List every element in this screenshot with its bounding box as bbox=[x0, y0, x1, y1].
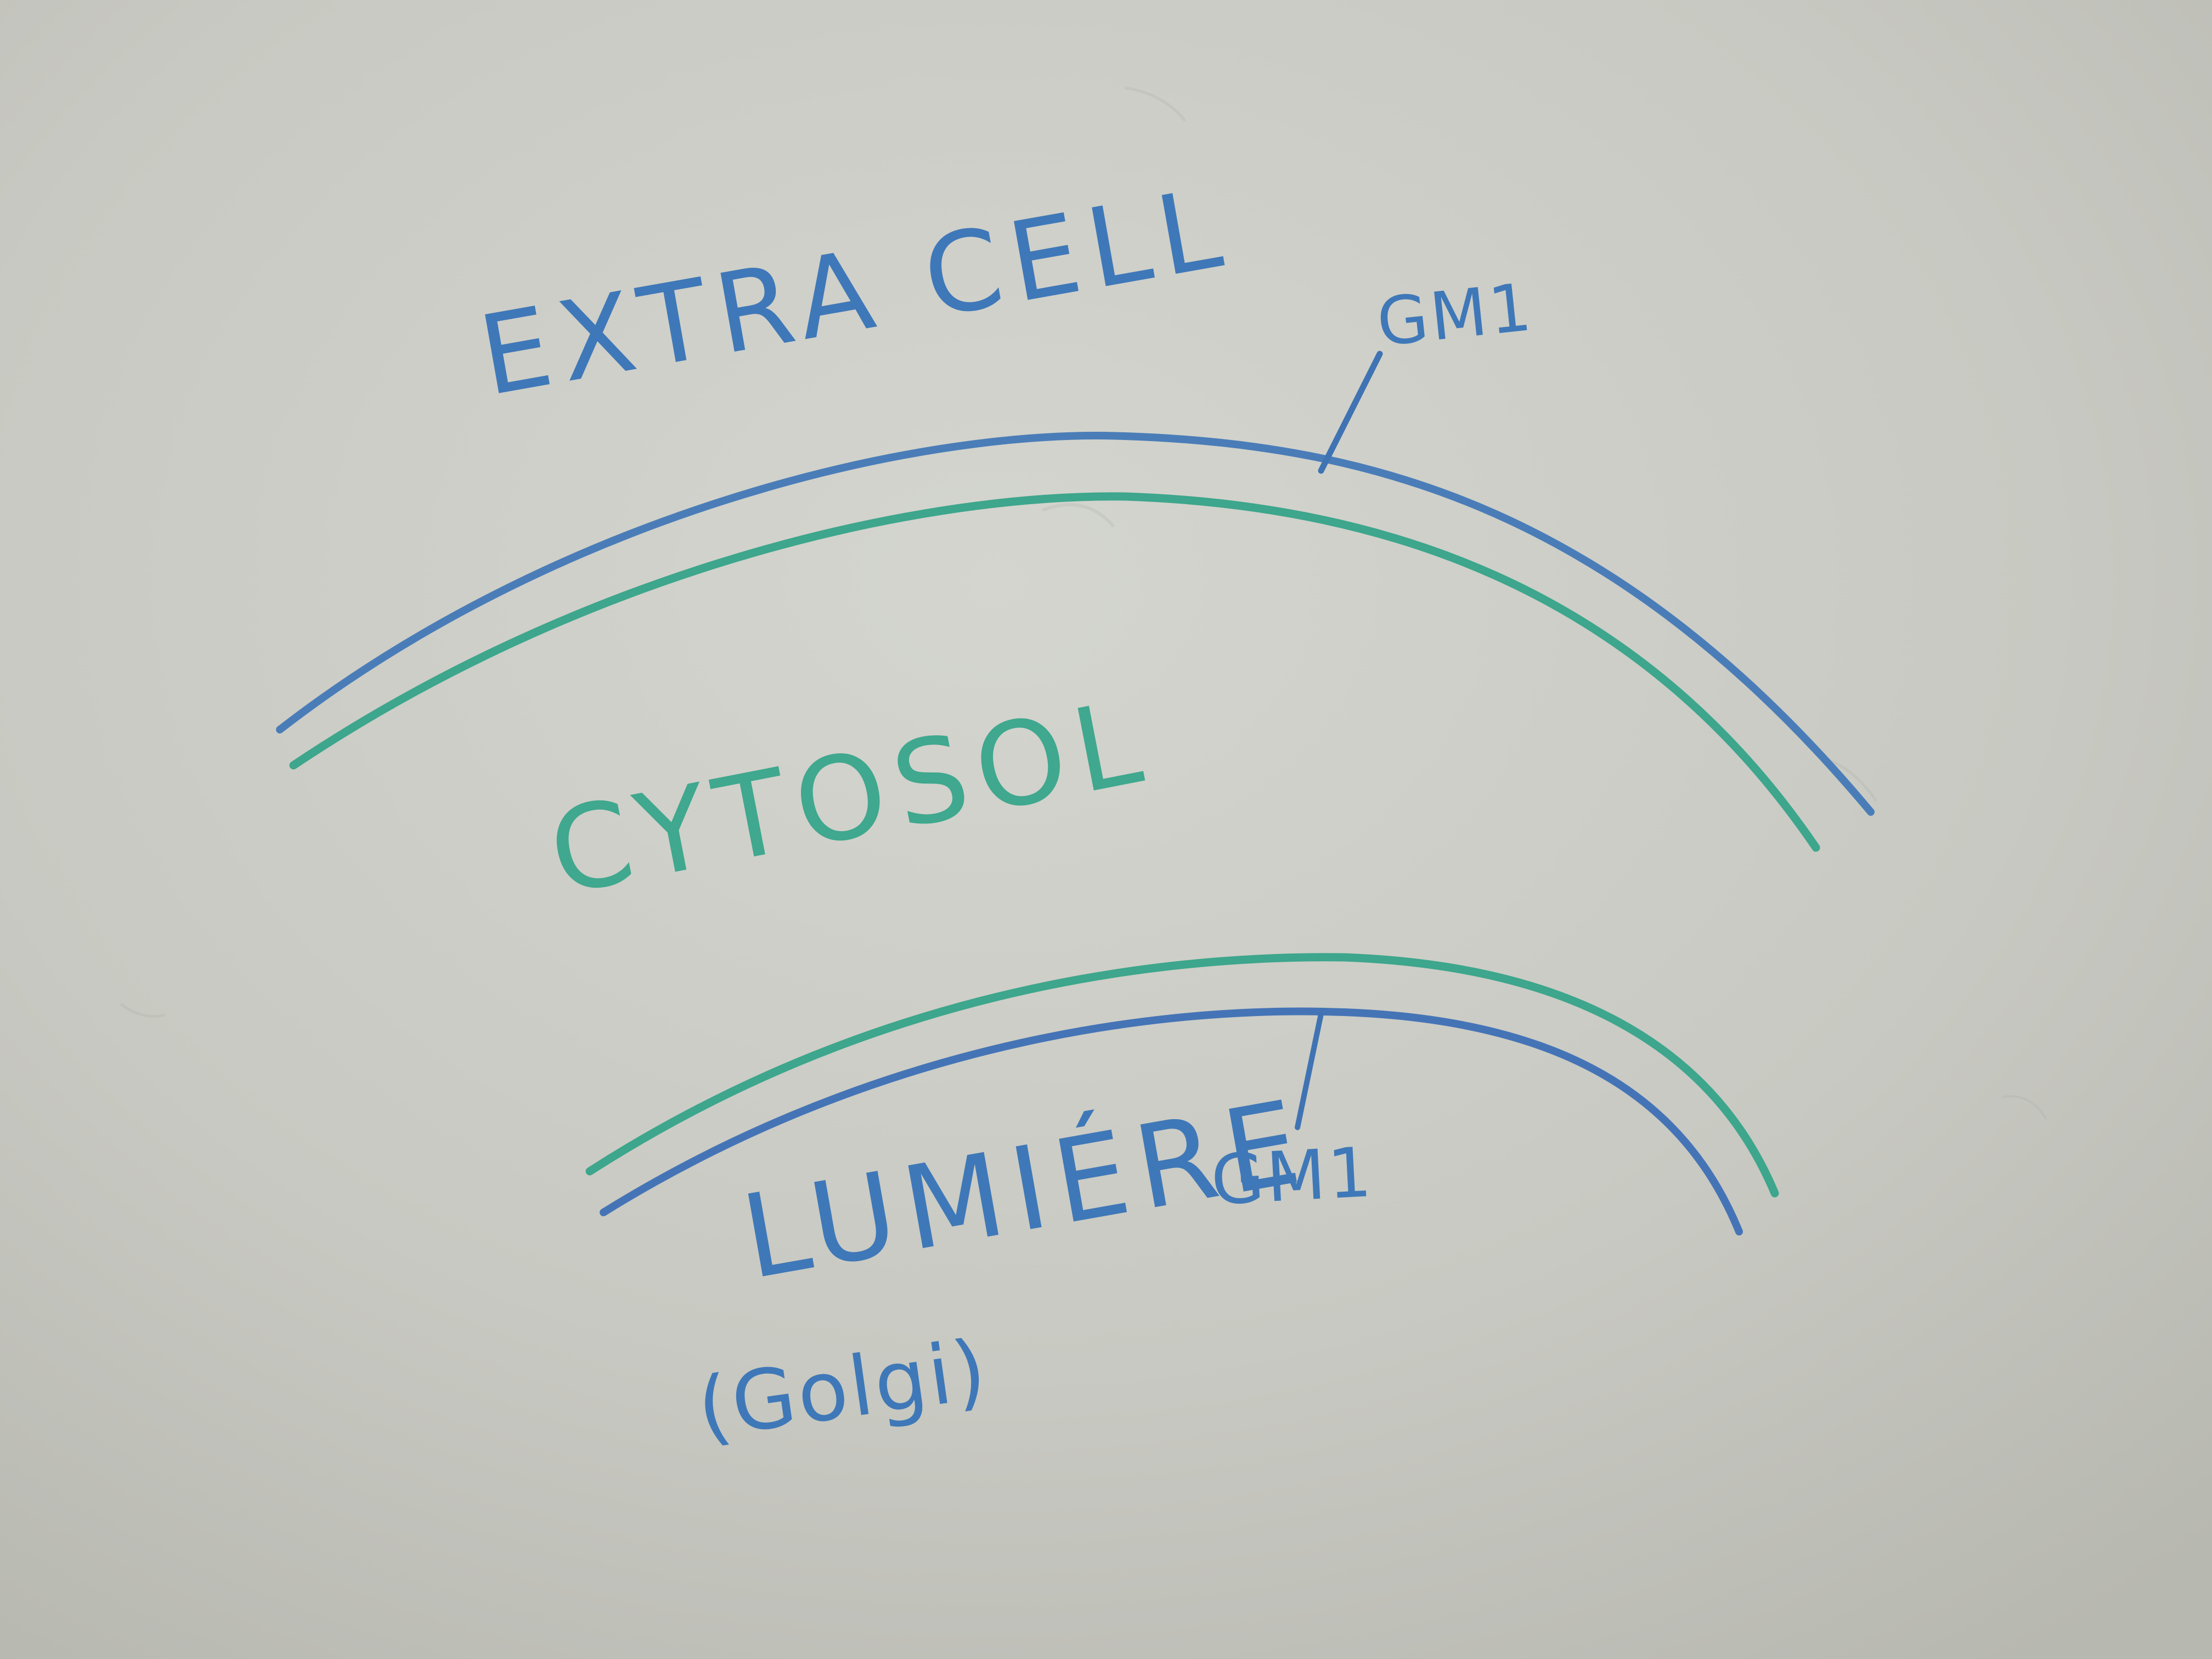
plasma-membrane-outer-line bbox=[276, 432, 1875, 816]
gm1-bottom-pointer bbox=[1295, 1011, 1324, 1130]
gm1-top-pointer bbox=[1318, 351, 1383, 474]
label-gm1-bottom: GM1 bbox=[1209, 1133, 1375, 1221]
golgi-membrane-green-line bbox=[585, 953, 1779, 1198]
label-gm1-top: GM1 bbox=[1374, 269, 1537, 362]
plasma-membrane-inner-line bbox=[289, 492, 1820, 852]
golgi-membrane-blue-line bbox=[600, 1007, 1743, 1235]
